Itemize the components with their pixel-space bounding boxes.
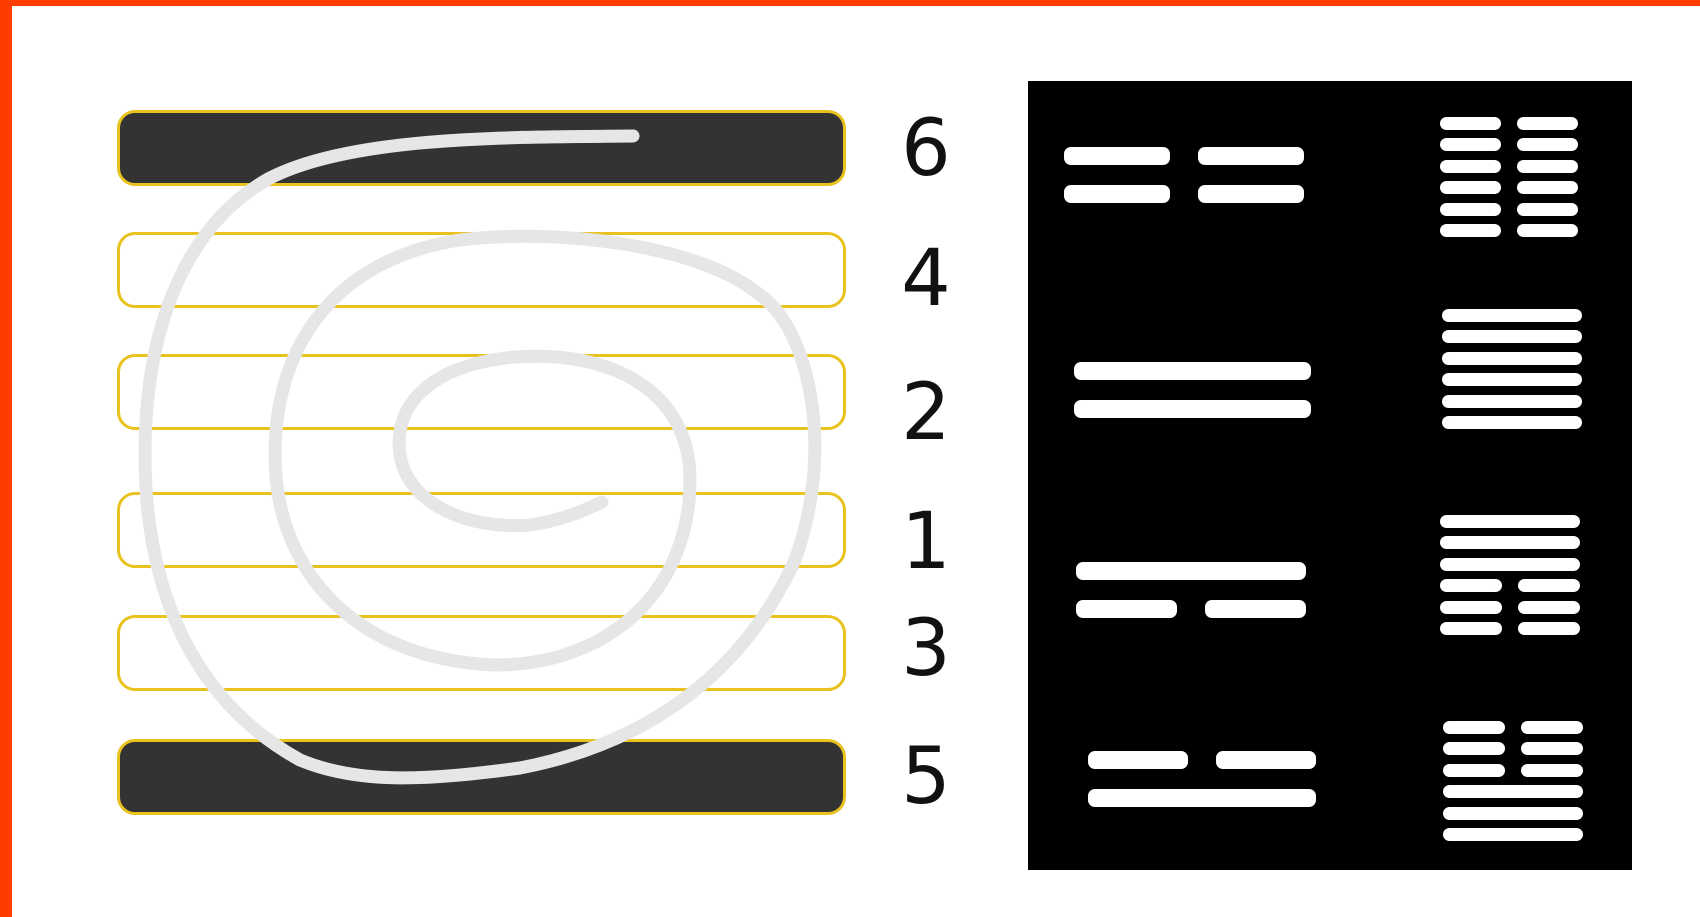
line-segment [1517, 181, 1578, 194]
line-segment [1518, 579, 1580, 592]
line-segment [1216, 751, 1316, 769]
line-segment [1440, 601, 1502, 614]
solid-line [1088, 789, 1316, 807]
hexagram-1 [1440, 117, 1578, 237]
trigram-hexagram-panel [1028, 81, 1632, 870]
solid-line [1074, 362, 1311, 380]
line-number-5: 5 [896, 738, 956, 816]
solid-line [1442, 416, 1582, 429]
line-number-1: 1 [896, 503, 956, 581]
line-bar-2 [117, 354, 846, 430]
line-bar-4 [117, 232, 846, 308]
broken-line [1440, 181, 1578, 194]
line-segment [1440, 138, 1501, 151]
solid-line [1440, 536, 1580, 549]
line-number-2: 2 [896, 374, 956, 452]
line-number-6: 6 [896, 110, 956, 188]
broken-line [1076, 600, 1306, 618]
line-segment [1064, 147, 1170, 165]
line-segment [1517, 138, 1578, 151]
line-segment [1440, 224, 1501, 237]
line-segment [1521, 721, 1583, 734]
broken-line [1443, 721, 1583, 734]
solid-line [1440, 515, 1580, 528]
broken-line [1088, 751, 1316, 769]
line-bar-1 [117, 492, 846, 568]
solid-line [1443, 828, 1583, 841]
solid-line [1442, 309, 1582, 322]
line-segment [1517, 160, 1578, 173]
line-segment [1517, 117, 1578, 130]
broken-line [1440, 160, 1578, 173]
line-segment [1443, 764, 1505, 777]
solid-line [1076, 562, 1306, 580]
broken-line [1443, 764, 1583, 777]
broken-line [1440, 622, 1580, 635]
solid-line [1442, 373, 1582, 386]
digram-3 [1076, 562, 1306, 618]
digram-2 [1074, 362, 1311, 418]
line-segment [1440, 579, 1502, 592]
solid-line [1443, 807, 1583, 820]
line-segment [1440, 117, 1501, 130]
line-segment [1198, 147, 1304, 165]
line-segment [1518, 601, 1580, 614]
broken-line [1440, 224, 1578, 237]
line-segment [1440, 160, 1501, 173]
line-segment [1443, 742, 1505, 755]
broken-line [1440, 601, 1580, 614]
line-number-4: 4 [896, 240, 956, 318]
line-segment [1443, 721, 1505, 734]
broken-line [1064, 185, 1304, 203]
frame-top-border [0, 0, 1700, 6]
solid-line [1442, 330, 1582, 343]
frame-left-border [0, 0, 12, 917]
hexagram-3 [1440, 515, 1580, 635]
line-segment [1064, 185, 1170, 203]
broken-line [1440, 203, 1578, 216]
line-bar-3 [117, 615, 846, 691]
line-segment [1521, 742, 1583, 755]
line-segment [1440, 181, 1501, 194]
line-segment [1440, 622, 1502, 635]
line-segment [1517, 203, 1578, 216]
broken-line [1064, 147, 1304, 165]
line-segment [1518, 622, 1580, 635]
line-segment [1440, 203, 1501, 216]
line-segment [1521, 764, 1583, 777]
hexagram-4 [1443, 721, 1583, 841]
line-segment [1205, 600, 1306, 618]
solid-line [1074, 400, 1311, 418]
solid-line [1442, 352, 1582, 365]
line-bar-5 [117, 739, 846, 815]
hexagram-2 [1442, 309, 1582, 429]
digram-4 [1088, 751, 1316, 807]
line-number-3: 3 [896, 610, 956, 688]
line-segment [1198, 185, 1304, 203]
line-segment [1517, 224, 1578, 237]
line-bar-6 [117, 110, 846, 186]
broken-line [1440, 138, 1578, 151]
solid-line [1440, 558, 1580, 571]
digram-1 [1064, 147, 1304, 203]
broken-line [1440, 579, 1580, 592]
solid-line [1443, 785, 1583, 798]
line-segment [1088, 751, 1188, 769]
solid-line [1442, 395, 1582, 408]
broken-line [1440, 117, 1578, 130]
line-segment [1076, 600, 1177, 618]
broken-line [1443, 742, 1583, 755]
